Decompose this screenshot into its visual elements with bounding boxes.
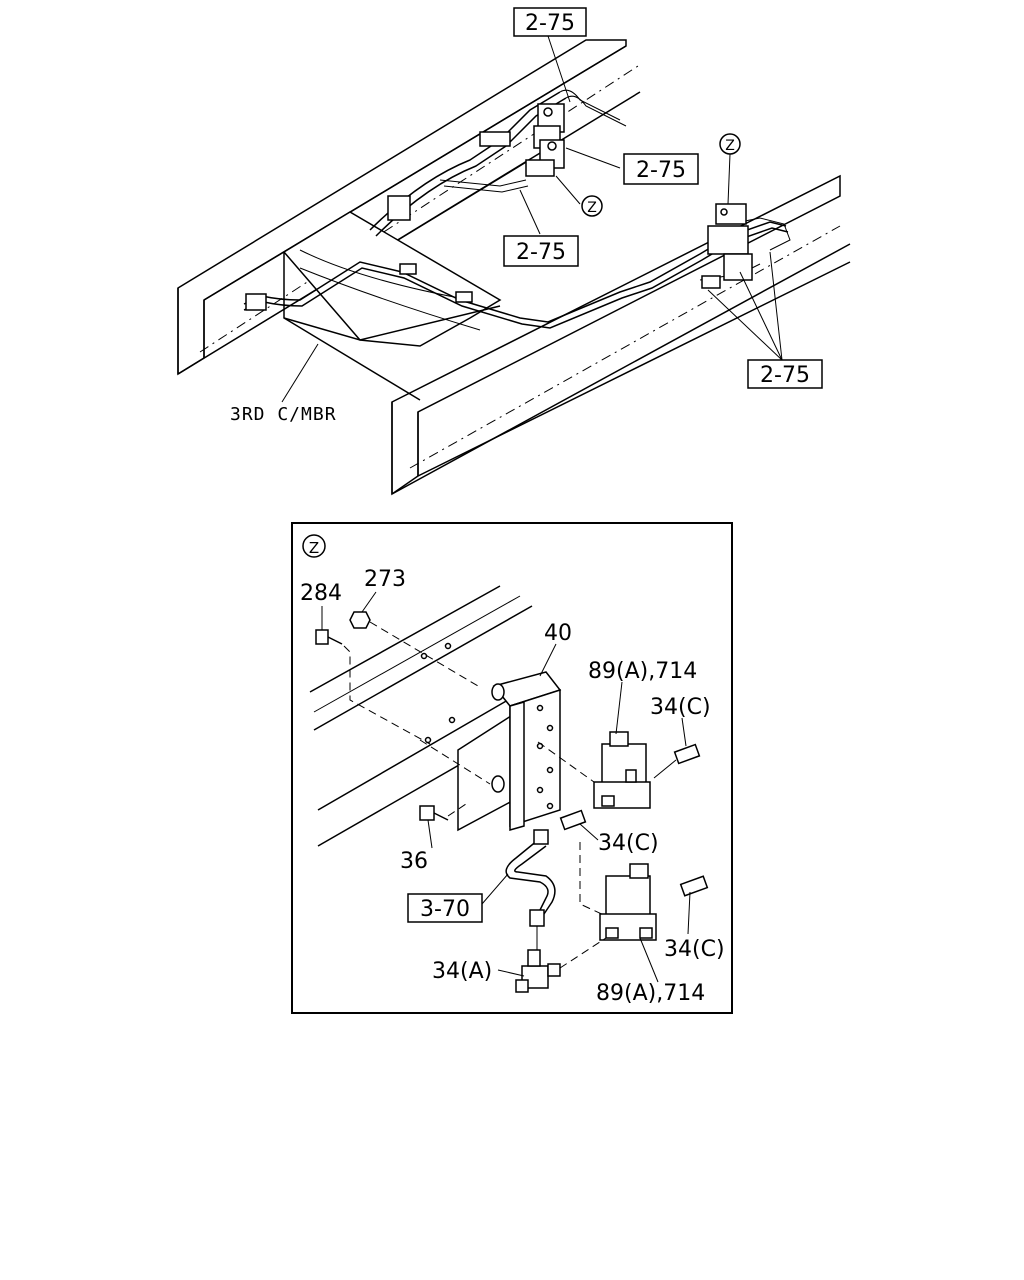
part-label-34c-top: 34(C)	[650, 695, 711, 720]
fitting-34c-middle	[559, 809, 587, 831]
zone-marker-label: Z	[725, 138, 735, 154]
leader-lines	[281, 35, 783, 403]
ref-label: 2-75	[516, 240, 566, 265]
zone-marker-z-top[interactable]: Z	[719, 133, 741, 155]
ref-box-right-upper[interactable]: 2-75	[623, 153, 699, 185]
air-tube-3-70	[505, 829, 556, 950]
crossmember-label: 3RD C/MBR	[230, 404, 337, 425]
bracket-40	[420, 642, 562, 832]
zone-marker-label: Z	[587, 200, 597, 216]
bolt-36	[419, 805, 449, 821]
nut-273	[349, 611, 371, 629]
part-label-89a-bottom: 89(A),714	[596, 981, 705, 1006]
valve-cluster-top	[245, 103, 565, 311]
bolt-284	[315, 629, 343, 645]
assembly-lines	[343, 621, 607, 969]
fitting-34c-lower	[679, 875, 709, 897]
detail-zone-marker[interactable]: Z	[302, 534, 326, 558]
ref-box-lower-right[interactable]: 2-75	[747, 359, 823, 389]
third-crossmember	[282, 211, 502, 401]
detail-view-z: Z	[291, 522, 733, 1014]
solenoid-valve-upper	[593, 731, 651, 809]
detail-frame-rail	[309, 585, 533, 847]
ref-box-middle[interactable]: 2-75	[503, 235, 579, 267]
ref-label: 2-75	[636, 158, 686, 183]
part-label-36: 36	[400, 849, 428, 874]
ref-box-3-70[interactable]: 3-70	[407, 893, 483, 923]
part-label-34c-bottom: 34(C)	[664, 937, 725, 962]
part-label-284: 284	[300, 581, 342, 606]
detail-leader-lines	[321, 591, 691, 983]
ref-label: 2-75	[525, 11, 575, 36]
part-label-34a: 34(A)	[432, 959, 492, 984]
air-piping	[243, 89, 791, 329]
ref-box-top[interactable]: 2-75	[513, 7, 587, 37]
zone-marker-label: Z	[309, 539, 319, 557]
part-label-89a-top: 89(A),714	[588, 659, 697, 684]
part-label-34c-mid: 34(C)	[598, 831, 659, 856]
valve-cluster-right	[701, 203, 753, 289]
chassis-frame-view: 2-75 2-75 2-75 2-75 Z Z 3RD C/MBR	[177, 7, 851, 496]
solenoid-valve-lower	[599, 863, 657, 941]
fitting-34c-upper	[653, 743, 701, 779]
ref-label: 3-70	[420, 897, 470, 922]
zone-marker-z-mid[interactable]: Z	[581, 195, 603, 217]
part-label-40: 40	[544, 621, 572, 646]
tee-fitting-34a	[515, 949, 561, 993]
part-label-273: 273	[364, 567, 406, 592]
ref-label: 2-75	[760, 363, 810, 388]
